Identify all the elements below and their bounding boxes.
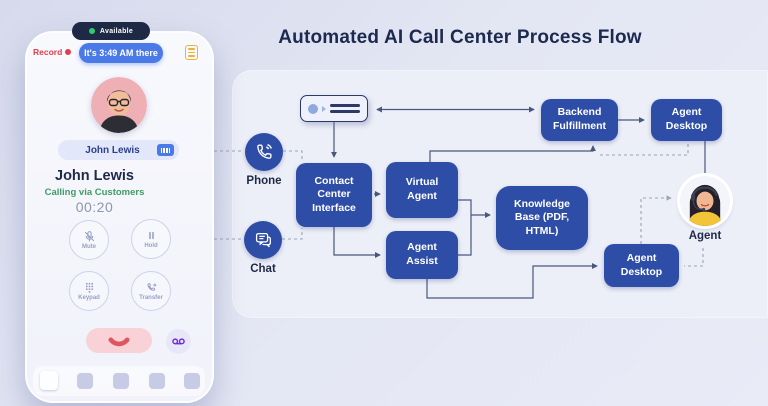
- page-title: Automated AI Call Center Process Flow: [278, 27, 642, 48]
- widget-menu-icon: [330, 104, 360, 113]
- record-button[interactable]: Record: [33, 47, 72, 57]
- hold-button[interactable]: Hold: [131, 219, 171, 259]
- dock-item[interactable]: [184, 373, 200, 389]
- widget-play-icon: [322, 105, 326, 112]
- dashed-desktop-bottom-agent: [640, 195, 672, 244]
- keypad-button[interactable]: Keypad: [69, 271, 109, 311]
- transfer-label: Transfer: [139, 295, 163, 301]
- node-contact-center-interface: Contact Center Interface: [296, 163, 372, 227]
- status-dot-icon: [88, 28, 95, 34]
- caller-man-illustration: [91, 77, 147, 133]
- phone-icon: [245, 133, 283, 171]
- call-via-label: Calling via Customers: [44, 187, 145, 198]
- connector-bracket: [458, 199, 472, 256]
- widget-dot-icon: [308, 103, 318, 114]
- notes-icon[interactable]: [185, 45, 198, 60]
- hangup-phone-icon: [108, 337, 130, 346]
- pause-icon: [148, 231, 154, 240]
- voicemail-button[interactable]: [166, 329, 191, 354]
- hangup-button[interactable]: [86, 328, 152, 353]
- node-label: Knowledge Base (PDF, HTML): [513, 197, 570, 237]
- keypad-icon: [85, 282, 93, 293]
- agent-avatar: [680, 176, 730, 226]
- agent-woman-illustration: [680, 176, 730, 226]
- call-timer: 00:20: [75, 199, 114, 215]
- chat-icon: [244, 221, 282, 259]
- dashed-agent-desktop-bottom: [684, 248, 704, 267]
- caller-avatar: [91, 77, 147, 133]
- connector-cci-agent-assist: [333, 227, 381, 258]
- signal-badge-icon: [157, 144, 174, 156]
- record-dot-icon: [65, 49, 72, 55]
- node-agent-desktop-bottom: Agent Desktop: [604, 244, 679, 287]
- connector-assist-desktop-bottom: [426, 263, 598, 299]
- agent-label: Agent: [688, 230, 722, 242]
- node-backend-fulfillment: Backend Fulfillment: [541, 99, 618, 141]
- node-agent-assist: Agent Assist: [386, 231, 458, 279]
- hold-label: Hold: [144, 243, 158, 249]
- mic-off-icon: [84, 231, 94, 242]
- contact-pill[interactable]: John Lewis: [58, 140, 179, 160]
- mute-button[interactable]: Mute: [69, 220, 109, 260]
- channel-chat: Chat: [244, 221, 282, 275]
- dashed-chat-cci: [282, 228, 303, 240]
- local-time-text: It's 3:49 AM there: [84, 48, 158, 58]
- dock-item-active[interactable]: [40, 371, 58, 390]
- node-label: Agent Assist: [406, 241, 438, 267]
- phone-forward-icon: [146, 283, 157, 291]
- mute-label: Mute: [82, 244, 96, 250]
- node-label: Agent Desktop: [665, 106, 708, 132]
- node-label: Agent Desktop: [620, 251, 663, 278]
- node-virtual-agent: Virtual Agent: [386, 162, 458, 218]
- caller-name: John Lewis: [55, 168, 134, 184]
- contact-pill-name: John Lewis: [85, 144, 140, 156]
- channel-phone: Phone: [245, 133, 283, 187]
- node-label: Contact Center Interface: [312, 174, 356, 214]
- node-knowledge-base: Knowledge Base (PDF, HTML): [496, 186, 588, 250]
- status-label: Available: [99, 27, 134, 35]
- transfer-button[interactable]: Transfer: [131, 271, 171, 311]
- connector-va-backend: [429, 145, 596, 162]
- local-time-chip: It's 3:49 AM there: [79, 43, 163, 63]
- voicemail-icon: [172, 337, 185, 344]
- keypad-label: Keypad: [78, 295, 100, 301]
- record-label: Record: [33, 47, 63, 57]
- dashed-phone-cci: [283, 150, 303, 161]
- node-label: Virtual Agent: [405, 176, 439, 202]
- channel-phone-label: Phone: [246, 175, 282, 187]
- dock-item[interactable]: [77, 373, 93, 389]
- node-agent-desktop-top: Agent Desktop: [651, 99, 722, 141]
- voice-stream-widget: [300, 95, 368, 122]
- channel-chat-label: Chat: [250, 263, 276, 275]
- dashed-junction-desktop-top: [600, 142, 689, 156]
- dock-item[interactable]: [149, 373, 165, 389]
- status-pill: Available: [72, 22, 150, 40]
- node-label: Backend Fulfillment: [552, 106, 607, 132]
- dock-item[interactable]: [113, 373, 129, 389]
